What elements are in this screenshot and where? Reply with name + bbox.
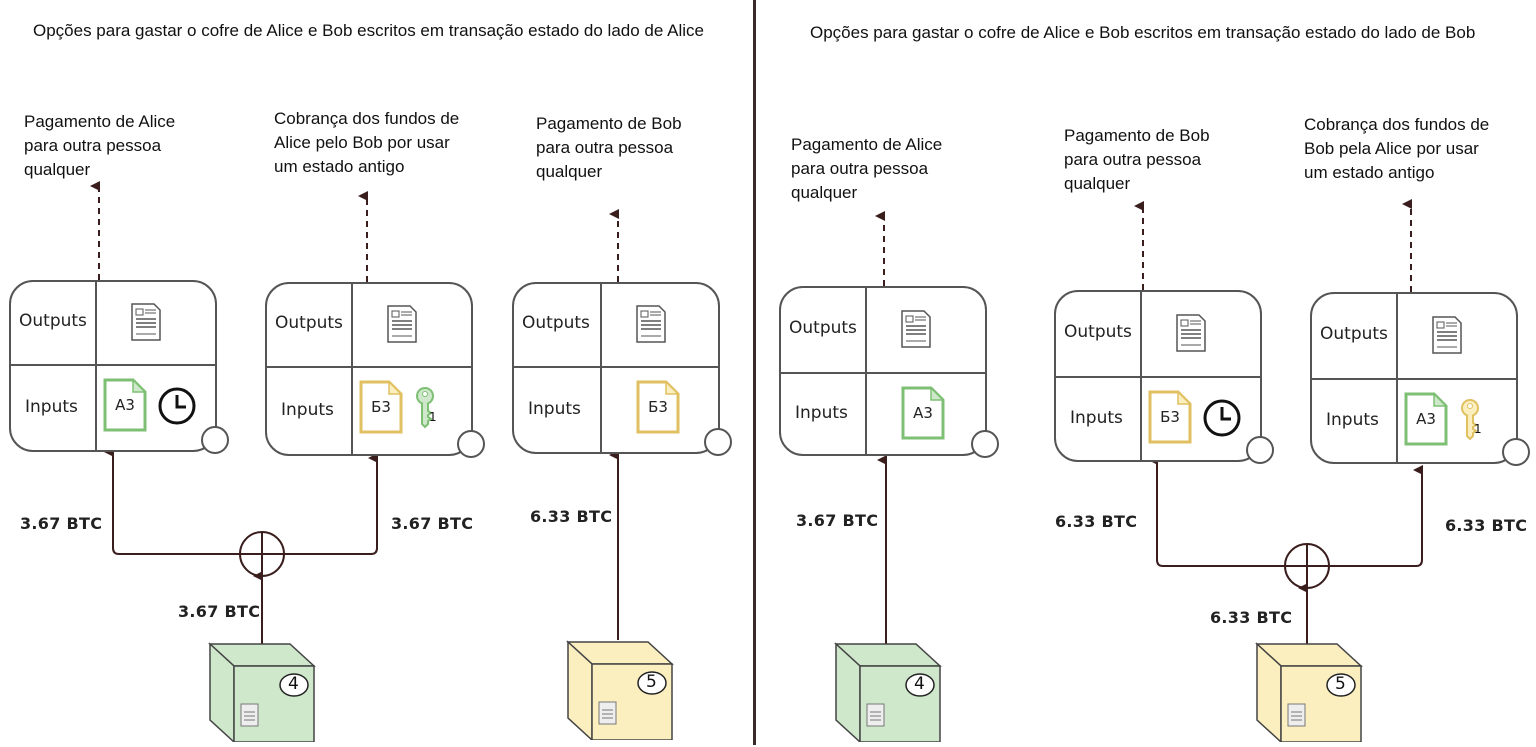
input-document-label: A3 bbox=[913, 404, 933, 422]
input-document-icon: A3 bbox=[103, 378, 147, 432]
input-document-icon: A3 bbox=[901, 386, 945, 440]
divider bbox=[1312, 378, 1516, 380]
utxo-box: 4 bbox=[208, 642, 318, 744]
corner-circle bbox=[457, 430, 485, 458]
option-label: Pagamento de Alice para outra pessoa qua… bbox=[791, 135, 943, 202]
input-document-label: Б3 bbox=[371, 398, 391, 416]
panel-title-alice: Opções para gastar o cofre de Alice e Bo… bbox=[33, 21, 704, 40]
utxo-box: 5 bbox=[1255, 642, 1365, 744]
option-label: Pagamento de Bob para outra pessoa qualq… bbox=[536, 114, 682, 181]
inputs-label: Inputs bbox=[281, 400, 334, 420]
amount-label: 6.33 BTC bbox=[1445, 516, 1528, 535]
amount-label: 3.67 BTC bbox=[178, 602, 261, 621]
utxo-box: 4 bbox=[834, 642, 944, 744]
corner-circle bbox=[704, 428, 732, 456]
divider bbox=[781, 372, 985, 374]
input-document-label: A3 bbox=[115, 396, 135, 414]
input-document-label: Б3 bbox=[648, 398, 668, 416]
output-document-icon bbox=[636, 305, 666, 343]
corner-circle bbox=[201, 426, 229, 454]
key-icon: 1 bbox=[413, 386, 449, 430]
outputs-label: Outputs bbox=[789, 318, 857, 338]
outputs-label: Outputs bbox=[275, 313, 343, 333]
option-label: Pagamento de Alice para outra pessoa qua… bbox=[24, 112, 176, 179]
panel-divider bbox=[753, 0, 756, 745]
output-document-icon bbox=[1432, 316, 1462, 354]
output-document-icon bbox=[1176, 314, 1206, 352]
utxo-box: 5 bbox=[566, 640, 676, 742]
divider bbox=[1056, 376, 1260, 378]
inputs-label: Inputs bbox=[1326, 410, 1379, 430]
outputs-label: Outputs bbox=[522, 313, 590, 333]
corner-circle bbox=[1502, 438, 1530, 466]
box-number: 5 bbox=[646, 672, 657, 692]
input-document-icon: Б3 bbox=[636, 380, 680, 434]
output-document-icon bbox=[387, 305, 417, 343]
amount-label: 6.33 BTC bbox=[1055, 512, 1138, 531]
divider bbox=[95, 282, 97, 450]
box-number: 5 bbox=[1335, 674, 1346, 694]
box-number: 4 bbox=[288, 674, 299, 694]
outputs-label: Outputs bbox=[19, 311, 87, 331]
outputs-label: Outputs bbox=[1320, 324, 1388, 344]
clock-icon bbox=[157, 386, 197, 426]
input-document-icon: Б3 bbox=[1148, 390, 1192, 444]
inputs-label: Inputs bbox=[528, 399, 581, 419]
inputs-label: Inputs bbox=[25, 397, 78, 417]
key-number: 1 bbox=[1474, 422, 1482, 436]
key-icon: 1 bbox=[1458, 398, 1494, 442]
amount-label: 3.67 BTC bbox=[796, 511, 879, 530]
input-document-label: A3 bbox=[1416, 410, 1436, 428]
corner-circle bbox=[1246, 436, 1274, 464]
inputs-label: Inputs bbox=[795, 403, 848, 423]
input-document-icon: A3 bbox=[1404, 392, 1448, 446]
key-number: 1 bbox=[429, 410, 437, 424]
option-label: Cobrança dos fundos de Bob pela Alice po… bbox=[1304, 115, 1490, 182]
divider bbox=[351, 284, 353, 454]
output-document-icon bbox=[901, 310, 931, 348]
amount-label: 6.33 BTC bbox=[1210, 608, 1293, 627]
amount-label: 3.67 BTC bbox=[391, 514, 474, 533]
clock-icon bbox=[1202, 398, 1242, 438]
option-label: Cobrança dos fundos de Alice pelo Bob po… bbox=[274, 109, 460, 176]
box-number: 4 bbox=[914, 674, 925, 694]
divider bbox=[600, 284, 602, 452]
divider bbox=[267, 366, 471, 368]
input-document-icon: Б3 bbox=[359, 380, 403, 434]
panel-title-bob: Opções para gastar o cofre de Alice e Bo… bbox=[810, 23, 1476, 42]
output-document-icon bbox=[131, 303, 161, 341]
amount-label: 3.67 BTC bbox=[20, 514, 103, 533]
input-document-label: Б3 bbox=[1160, 408, 1180, 426]
outputs-label: Outputs bbox=[1064, 322, 1132, 342]
option-label: Pagamento de Bob para outra pessoa qualq… bbox=[1064, 126, 1210, 193]
divider bbox=[865, 288, 867, 454]
inputs-label: Inputs bbox=[1070, 408, 1123, 428]
amount-label: 6.33 BTC bbox=[530, 507, 613, 526]
corner-circle bbox=[971, 430, 999, 458]
divider bbox=[514, 366, 718, 368]
divider bbox=[11, 364, 215, 366]
